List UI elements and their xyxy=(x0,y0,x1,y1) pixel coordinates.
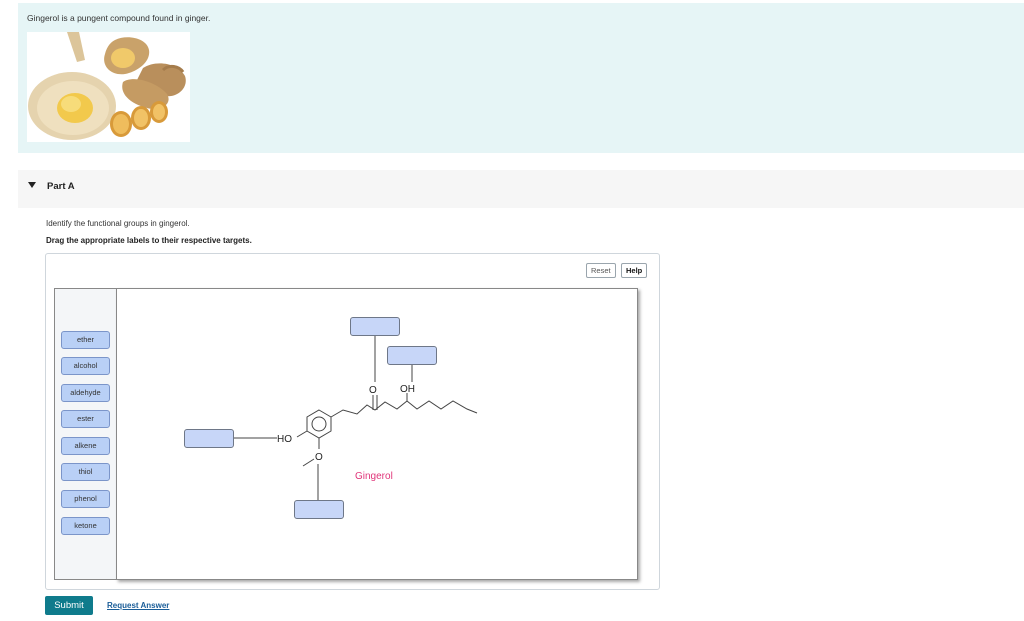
label-chip-aldehyde[interactable]: aldehyde xyxy=(61,384,110,402)
atom-o-ether: O xyxy=(315,452,323,463)
question-prompt: Identify the functional groups in ginger… xyxy=(46,219,190,228)
label-chip-ester[interactable]: ester xyxy=(61,410,110,428)
drop-target-ether[interactable] xyxy=(294,500,344,519)
drop-target-carbonyl[interactable] xyxy=(350,317,400,336)
molecule-name: Gingerol xyxy=(355,471,393,482)
label-bank: ether alcohol aldehyde ester alkene thio… xyxy=(54,288,117,580)
submit-button[interactable]: Submit xyxy=(45,596,93,615)
request-answer-link[interactable]: Request Answer xyxy=(107,601,170,610)
ginger-illustration xyxy=(28,32,186,140)
label-chip-alkene[interactable]: alkene xyxy=(61,437,110,455)
benzene-ring xyxy=(306,409,332,439)
gingerol-structure: O OH HO O Gingerol xyxy=(233,335,478,500)
drop-target-hydroxyl[interactable] xyxy=(184,429,234,448)
label-chip-thiol[interactable]: thiol xyxy=(61,463,110,481)
part-a-header[interactable]: Part A xyxy=(18,170,1024,208)
label-chip-phenol[interactable]: phenol xyxy=(61,490,110,508)
reset-button[interactable]: Reset xyxy=(586,263,616,278)
drop-target-alcohol[interactable] xyxy=(387,346,437,365)
label-chip-alcohol[interactable]: alcohol xyxy=(61,357,110,375)
atom-o-carbonyl: O xyxy=(369,385,377,396)
ginger-image xyxy=(27,32,190,142)
atom-ho: HO xyxy=(277,434,292,445)
atom-oh: OH xyxy=(400,384,415,395)
question-instruction: Drag the appropriate labels to their res… xyxy=(46,236,252,245)
collapse-caret-icon[interactable] xyxy=(28,182,36,188)
structure-canvas: O OH HO O Gingerol xyxy=(116,288,638,580)
intro-panel: Gingerol is a pungent compound found in … xyxy=(18,3,1024,153)
label-chip-ketone[interactable]: ketone xyxy=(61,517,110,535)
part-title: Part A xyxy=(47,181,75,192)
label-chip-ether[interactable]: ether xyxy=(61,331,110,349)
intro-text: Gingerol is a pungent compound found in … xyxy=(27,13,211,23)
help-button[interactable]: Help xyxy=(621,263,648,278)
